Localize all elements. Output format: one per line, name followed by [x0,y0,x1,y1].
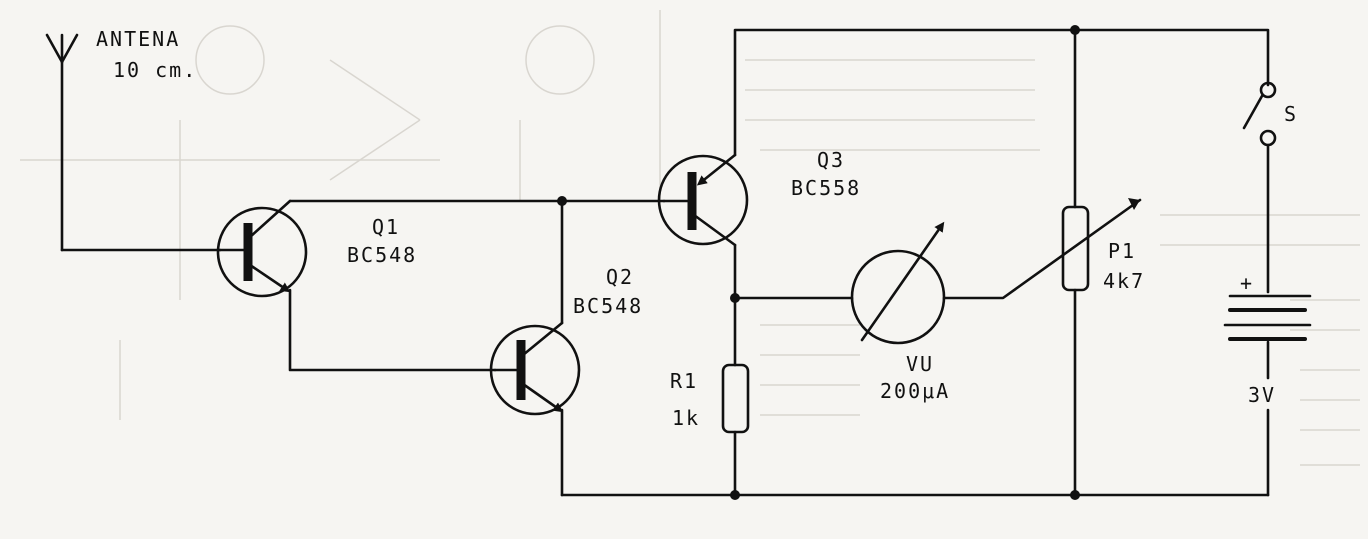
transistor-q3 [657,153,749,247]
battery-voltage-label: 3V [1248,383,1276,407]
q3-ref-label: Q3 [817,148,845,172]
meter-value-label: 200μA [880,379,950,403]
pot-wiper-arrow [1128,198,1140,210]
junction-dots [557,25,1080,500]
pot-ref-label: P1 [1108,239,1136,263]
q1-ref-label: Q1 [372,215,400,239]
transistor-q1 [216,199,308,298]
vu-meter [850,221,946,345]
r1-ref-label: R1 [670,369,698,393]
q2-ref-label: Q2 [606,265,634,289]
meter-ref-label: VU [906,352,934,376]
potentiometer-p1 [1061,28,1090,497]
wire-meter-to-pot [942,198,1142,300]
switch-label: S [1284,102,1298,126]
antenna-length-label: 10 cm. [113,58,197,82]
antenna-symbol [45,33,79,252]
wire-top-rail [733,28,1270,157]
switch-s [1242,81,1277,294]
r1-value-label: 1k [672,406,700,430]
q3-part-label: BC558 [791,176,861,200]
battery-3v [1223,294,1312,497]
q2-part-label: BC548 [573,294,643,318]
antenna-label: ANTENA [96,27,180,51]
resistor-r1 [721,363,750,434]
wire-q1-emitter-q2-base [288,288,497,372]
battery-polarity-label: + [1240,271,1254,295]
q1-part-label: BC548 [347,243,417,267]
bleed-through-background [20,10,1360,466]
pot-value-label: 4k7 [1103,269,1145,293]
transistor-q2 [489,321,581,416]
